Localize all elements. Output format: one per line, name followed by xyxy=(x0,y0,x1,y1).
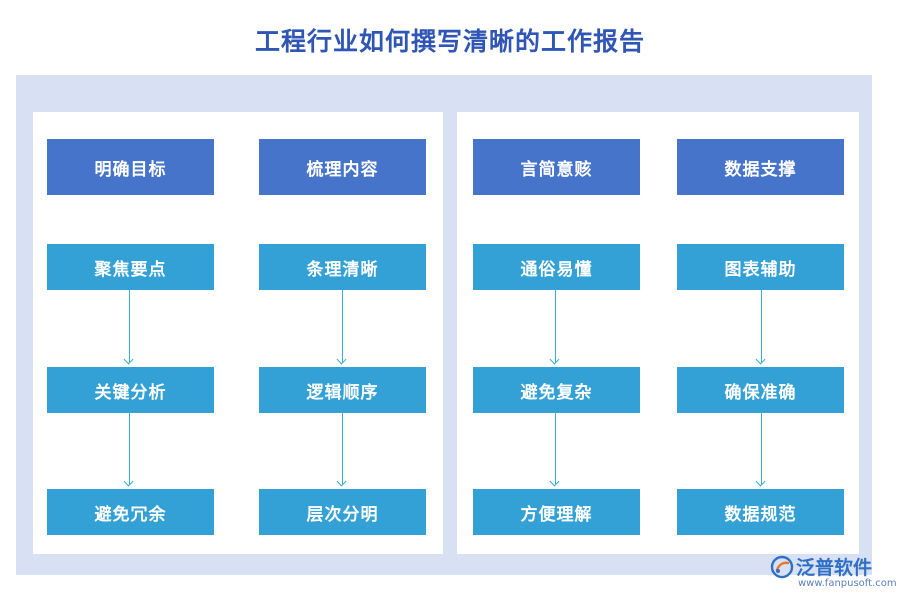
down-arrow xyxy=(555,290,556,362)
brand-name: 泛普软件 xyxy=(796,557,873,579)
item-box: 图表辅助 xyxy=(677,244,844,290)
item-box: 通俗易懂 xyxy=(473,244,640,290)
item-box: 条理清晰 xyxy=(259,244,426,290)
down-arrow xyxy=(342,412,343,484)
fanpu-logo-icon xyxy=(770,555,794,579)
item-box: 方便理解 xyxy=(473,489,640,535)
brand-logo: 泛普软件 www.fanpusoft.com xyxy=(768,553,897,593)
down-arrow xyxy=(761,412,762,484)
header-box-concise: 言简意赅 xyxy=(473,139,640,195)
item-box: 层次分明 xyxy=(259,489,426,535)
header-box-data-support: 数据支撑 xyxy=(677,139,844,195)
item-box: 聚焦要点 xyxy=(47,244,214,290)
item-box: 关键分析 xyxy=(47,367,214,413)
item-box: 逻辑顺序 xyxy=(259,367,426,413)
header-box-organize-content: 梳理内容 xyxy=(259,139,426,195)
item-box: 数据规范 xyxy=(677,489,844,535)
down-arrow xyxy=(761,290,762,362)
brand-url: www.fanpusoft.com xyxy=(798,578,897,589)
down-arrow xyxy=(555,412,556,484)
item-box: 避免冗余 xyxy=(47,489,214,535)
page-title: 工程行业如何撰写清晰的工作报告 xyxy=(254,27,645,56)
down-arrow xyxy=(129,290,130,362)
down-arrow xyxy=(342,290,343,362)
item-box: 避免复杂 xyxy=(473,367,640,413)
down-arrow xyxy=(129,412,130,484)
item-box: 确保准确 xyxy=(677,367,844,413)
header-box-clear-goal: 明确目标 xyxy=(47,139,214,195)
